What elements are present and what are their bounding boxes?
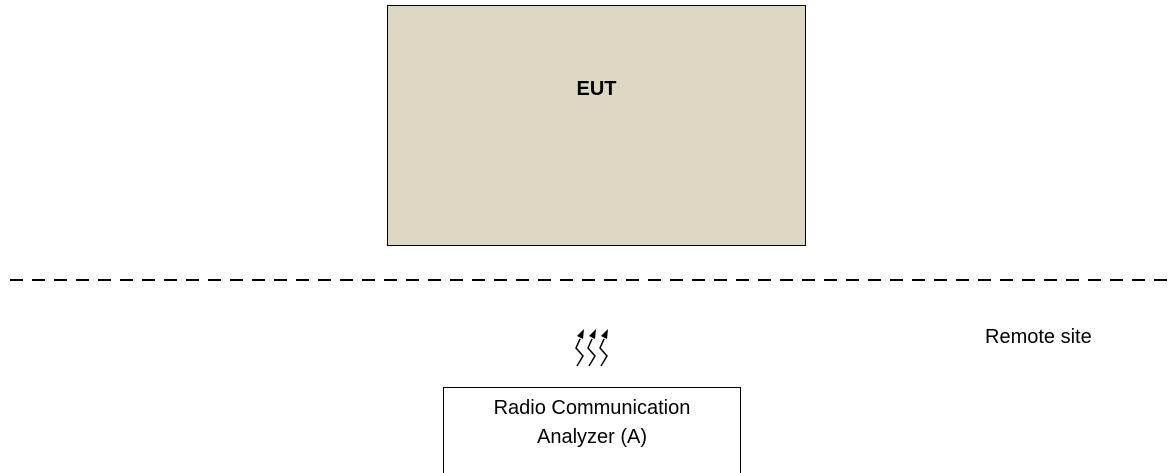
analyzer-label-line-2: Analyzer (A) (536, 426, 648, 448)
eut-label: EUT (576, 78, 617, 100)
radio-communication-analyzer-box: Radio Communication Analyzer (A) (443, 387, 741, 473)
analyzer-label: Radio Communication Analyzer (A) (444, 394, 740, 452)
wireless-link-icon (575, 329, 608, 367)
eut-box: EUT (387, 5, 806, 246)
analyzer-label-line-1: Radio Communication (493, 397, 691, 419)
site-divider (10, 279, 1171, 281)
remote-site-label: Remote site (985, 326, 1092, 348)
